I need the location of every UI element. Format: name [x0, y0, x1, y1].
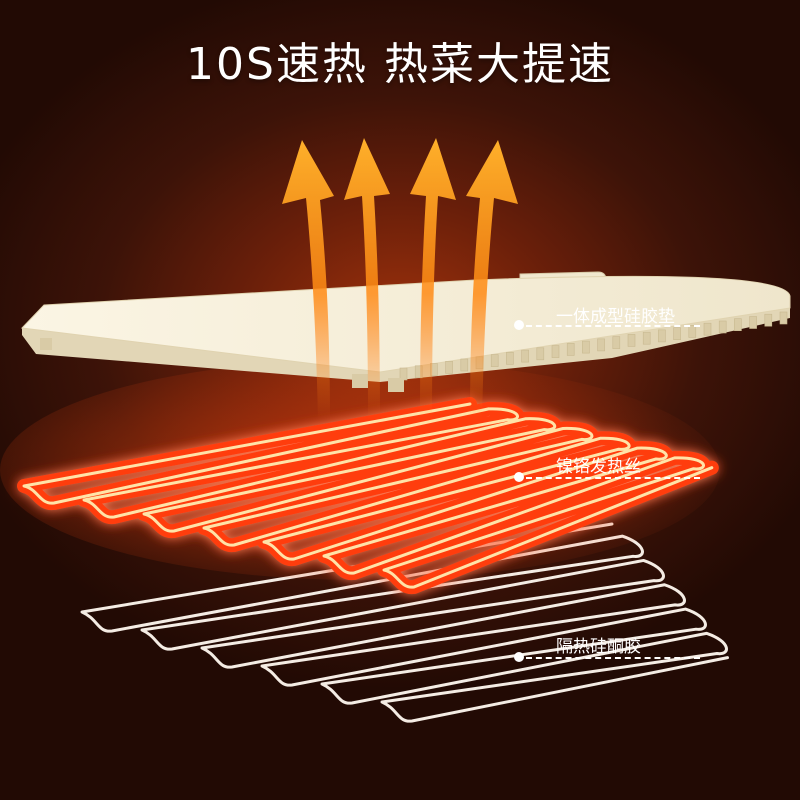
callout-dot-icon — [514, 652, 524, 662]
arrow-up-icon — [282, 140, 334, 420]
callout-leader-line — [526, 657, 700, 659]
arrow-up-icon — [410, 138, 456, 420]
mat-rib — [551, 345, 560, 358]
mat-rib — [490, 354, 499, 367]
mat-rib — [718, 320, 727, 334]
mat-rib — [627, 334, 636, 347]
mat-rib — [673, 327, 681, 341]
mat-rib — [582, 340, 590, 354]
heating-wire-layer — [17, 397, 719, 595]
insulation-wire-layer — [80, 522, 729, 723]
mat-rib — [734, 318, 742, 332]
arrow-up-icon — [466, 140, 518, 420]
heat-arrows — [282, 138, 518, 420]
mat-rib — [506, 351, 514, 365]
mat-rib — [764, 313, 773, 327]
mat-rib — [642, 331, 651, 345]
mat-rib — [521, 349, 529, 363]
mat-rib — [566, 343, 575, 356]
silicone-mat — [20, 271, 791, 392]
mat-rib — [536, 347, 545, 361]
mat-rib — [597, 338, 605, 352]
mat-rib — [703, 322, 712, 336]
arrow-up-icon — [344, 138, 390, 420]
mat-rib — [658, 329, 666, 343]
callout-label: 镍铬发热丝 — [556, 457, 641, 477]
callout-label: 一体成型硅胶垫 — [556, 307, 675, 327]
mat-rib — [779, 311, 788, 325]
mat-rib — [688, 325, 697, 338]
mat-rib — [445, 360, 453, 374]
callout-leader-line — [526, 325, 700, 327]
callout-leader-line — [526, 477, 700, 479]
headline: 10S速热 热菜大提速 — [186, 39, 614, 90]
callout-dot-icon — [514, 472, 524, 482]
mat-rib — [460, 358, 469, 372]
callout-dot-icon — [514, 320, 524, 330]
mat-rib — [749, 316, 757, 329]
mat-rib — [612, 336, 621, 349]
callout-label: 隔热硅酮胶 — [556, 637, 641, 657]
